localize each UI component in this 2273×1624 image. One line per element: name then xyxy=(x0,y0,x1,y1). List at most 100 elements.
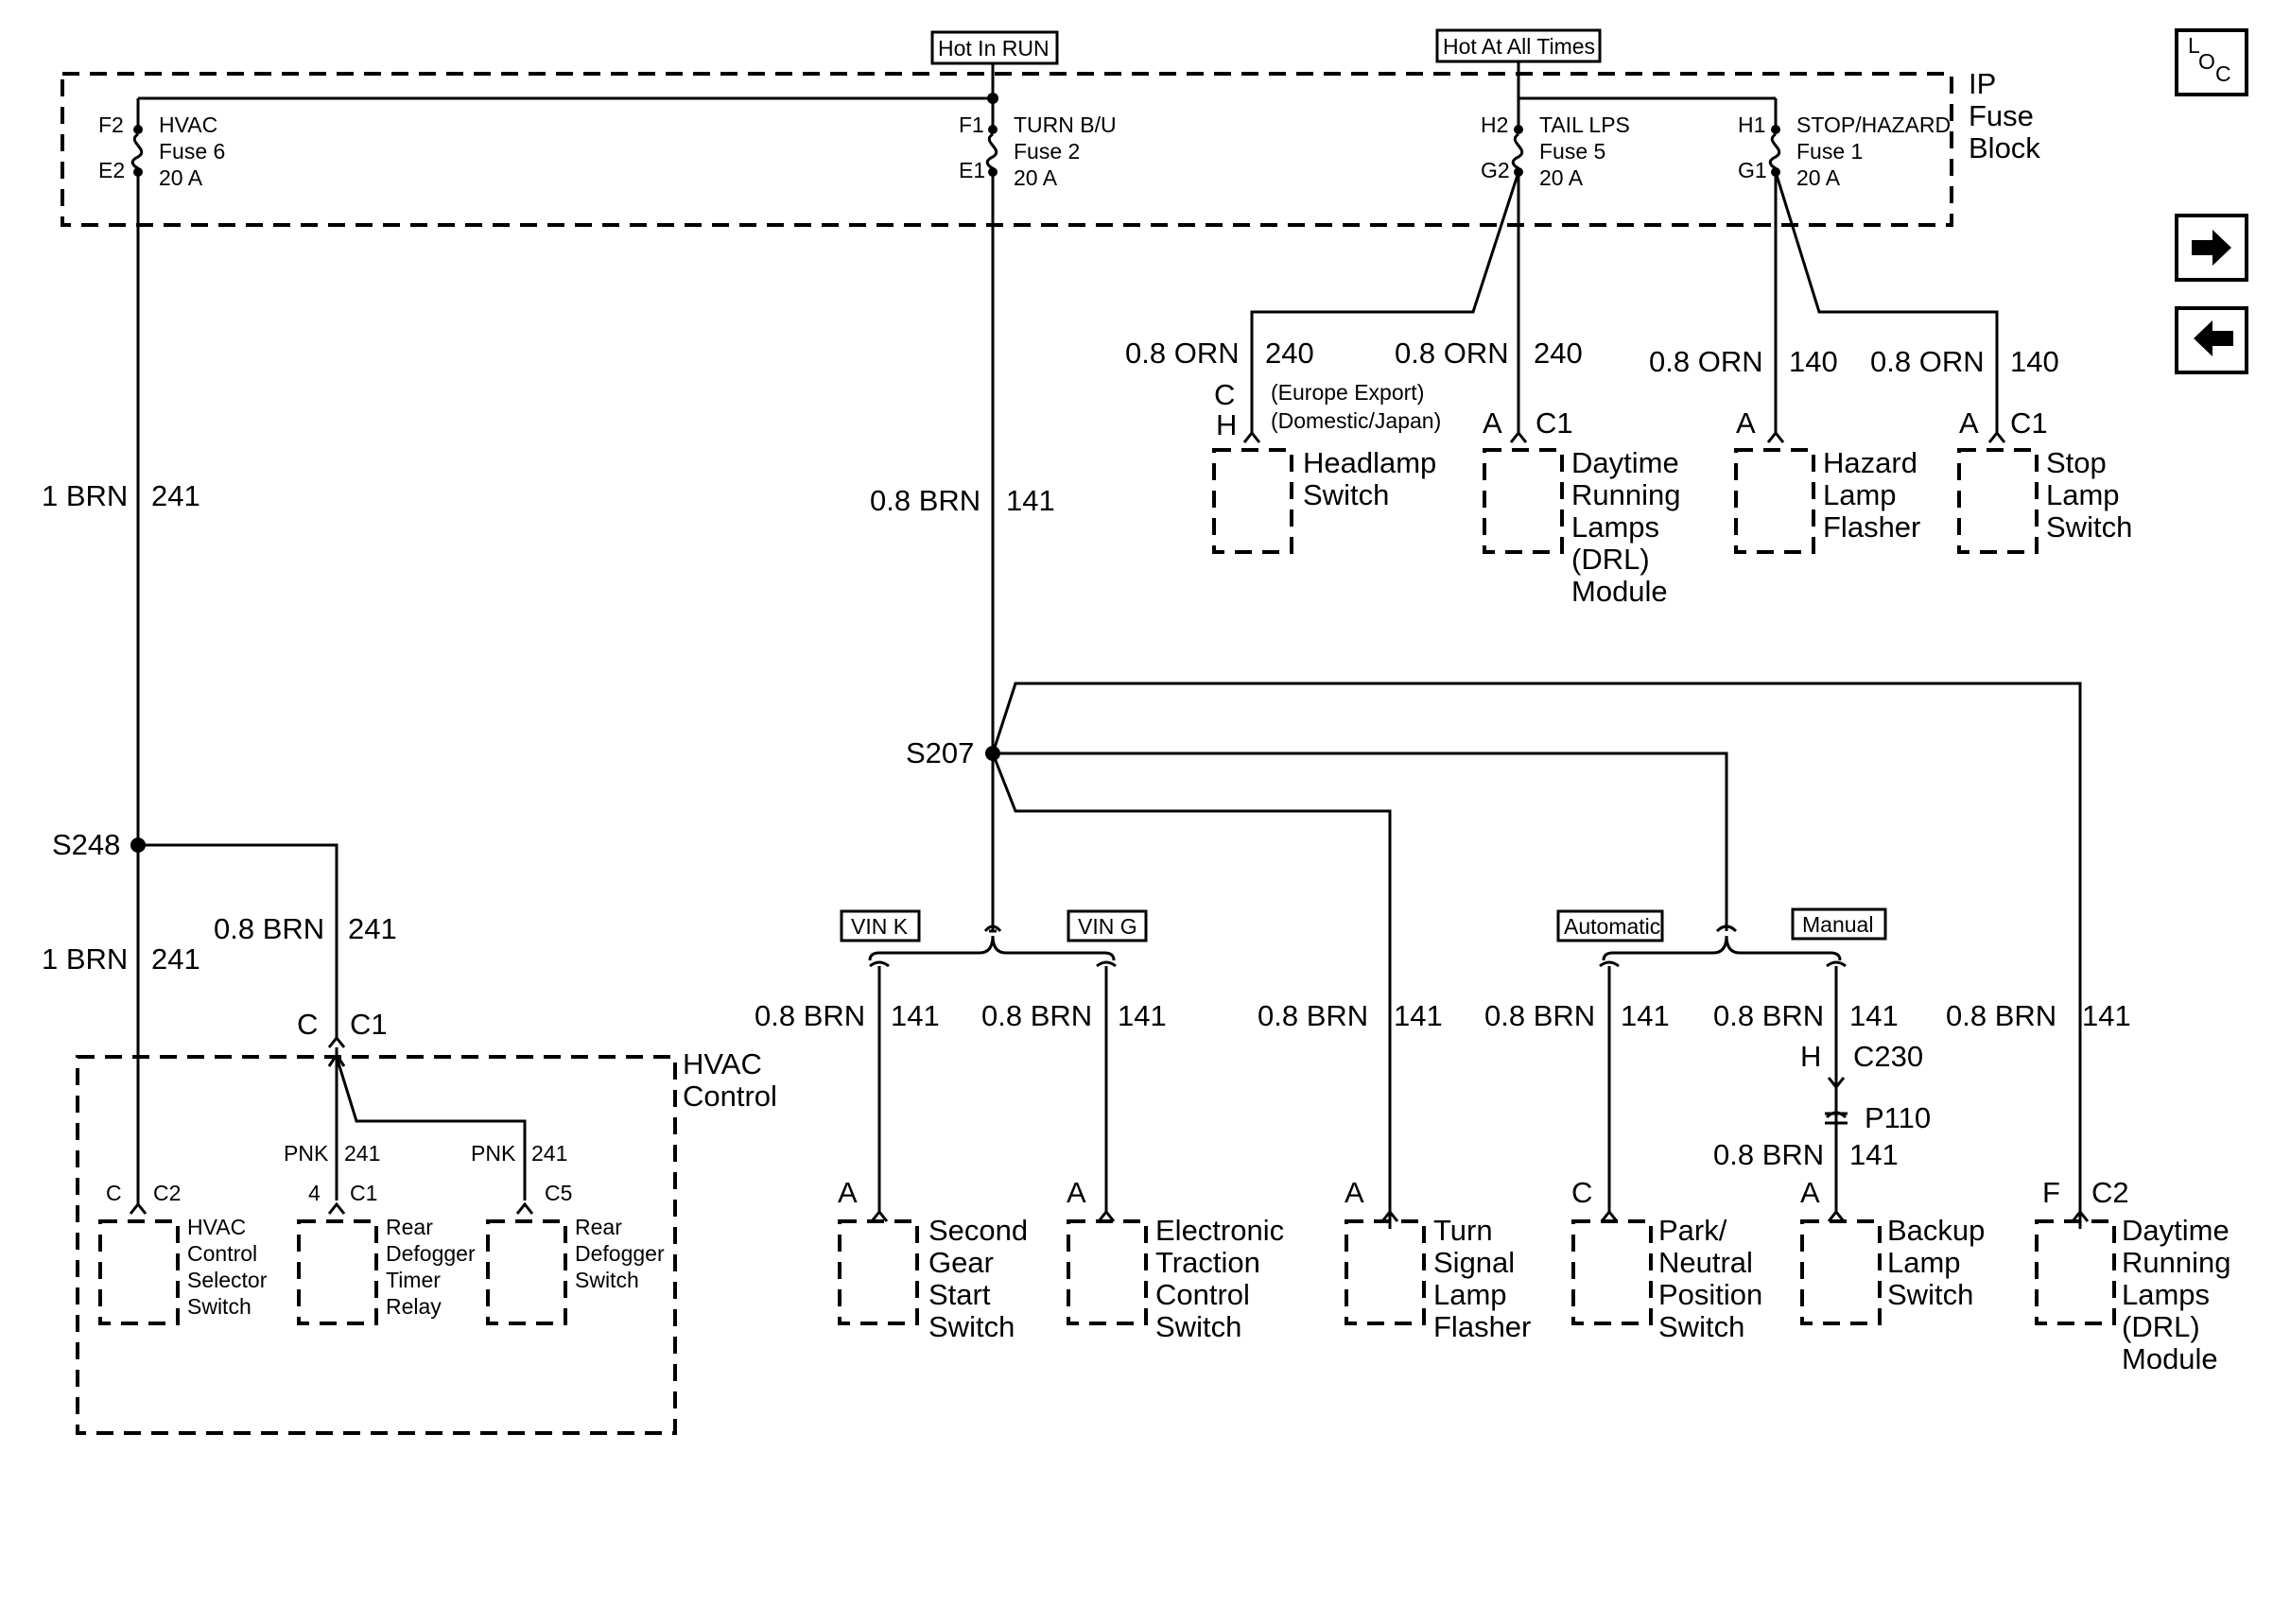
hvac-selector-conn: C2 xyxy=(153,1181,181,1205)
stop-label-2: Lamp xyxy=(2046,478,2120,511)
b5-circuit: 141 xyxy=(2082,999,2131,1032)
b0-label-3: Start xyxy=(928,1278,991,1311)
b3-pin: C xyxy=(1571,1176,1592,1209)
splice-s207-label: S207 xyxy=(906,736,974,769)
component-hvac-selector-switch[interactable]: C C2 HVAC Control Selector Switch xyxy=(98,1181,268,1325)
automatic-label: Automatic xyxy=(1564,914,1660,939)
b5-label-1: Daytime xyxy=(2122,1214,2230,1247)
wire-241-main-gauge: 1 BRN xyxy=(42,479,128,512)
headlamp-note-domestic: (Domestic/Japan) xyxy=(1271,408,1441,433)
headlamp-note-europe: (Europe Export) xyxy=(1271,380,1424,405)
manual-wire xyxy=(1826,960,1847,1214)
loc-letter-o: O xyxy=(2198,49,2215,74)
wire-141-park-backup xyxy=(993,752,1728,931)
defog-switch-label-1: Rear xyxy=(575,1215,622,1239)
fuse-hvac-number: Fuse 6 xyxy=(159,139,225,164)
arrow-left-icon[interactable] xyxy=(2175,306,2248,374)
pnk1-gauge: PNK xyxy=(284,1141,329,1166)
manual-label: Manual xyxy=(1802,912,1873,937)
vin-k-label: VIN K xyxy=(851,914,909,939)
component-rear-defogger-switch[interactable]: C5 Rear Defogger Switch xyxy=(486,1181,665,1325)
drl-top-label-5: Module xyxy=(1571,575,1668,608)
component-stop-lamp-switch[interactable]: A C1 Stop Lamp Switch xyxy=(1957,406,2132,554)
after-p110-circuit: 141 xyxy=(1849,1138,1899,1171)
fuse-turn-amps: 20 A xyxy=(1014,165,1058,190)
inline-connector-c230-p110: H C230 P110 0.8 BRN 141 xyxy=(1713,1040,1931,1171)
component-drl-module-bottom[interactable]: F C2 Daytime Running Lamps (DRL) Module xyxy=(2035,1176,2230,1375)
hvac-selector-label-2: Control xyxy=(187,1241,257,1266)
all-times-bus-wire xyxy=(1517,61,1776,100)
hazard-label-3: Flasher xyxy=(1823,510,1920,544)
component-headlamp-switch[interactable]: C H (Europe Export) (Domestic/Japan) Hea… xyxy=(1212,378,1441,554)
b0-label-2: Gear xyxy=(928,1246,994,1279)
relay-label-2: Defogger xyxy=(386,1241,476,1266)
hvac-entry-pin: C xyxy=(297,1008,318,1041)
trans-split-brace xyxy=(1602,935,1842,961)
headlamp-pin-h: H xyxy=(1216,408,1237,441)
b4-label-3: Switch xyxy=(1887,1278,1973,1311)
fuse-stop-bottom-pin: G1 xyxy=(1738,158,1767,182)
wire-240-drl-circuit: 240 xyxy=(1534,337,1583,370)
hot-in-run-box: Hot In RUN xyxy=(930,30,1059,65)
headlamp-label-2: Switch xyxy=(1303,478,1389,511)
wire-241-branch-gauge: 0.8 BRN xyxy=(214,912,324,945)
wire-141-main-circuit: 141 xyxy=(1006,484,1055,517)
arrow-right-icon[interactable] xyxy=(2175,214,2248,282)
relay-label-4: Relay xyxy=(386,1294,442,1319)
component-park-neutral-position-switch[interactable]: C Park/ Neutral Position Switch xyxy=(1571,1176,1762,1343)
wire-241-main-circuit: 241 xyxy=(151,479,200,512)
component-drl-module-top[interactable]: A C1 Daytime Running Lamps (DRL) Module xyxy=(1483,406,1680,608)
headlamp-label-1: Headlamp xyxy=(1303,446,1436,479)
component-rear-defogger-timer-relay[interactable]: 4 C1 Rear Defogger Timer Relay xyxy=(297,1181,476,1325)
hvac-selector-label-1: HVAC xyxy=(187,1215,246,1239)
wire-141-turn xyxy=(991,752,1392,1229)
drl-top-conn: C1 xyxy=(1536,406,1573,440)
drl-top-label-3: Lamps xyxy=(1571,510,1659,544)
fuse-stop-amps: 20 A xyxy=(1796,165,1841,190)
wire-240-drl-gauge: 0.8 ORN xyxy=(1395,337,1509,370)
option-vin-k: VIN K xyxy=(840,909,921,942)
b1-pin: A xyxy=(1067,1176,1086,1209)
stop-label-3: Switch xyxy=(2046,510,2132,544)
wire-241-branch-circuit: 241 xyxy=(348,912,397,945)
fuse-stop-name: STOP/HAZARD xyxy=(1796,112,1951,137)
b3-label-3: Position xyxy=(1658,1278,1762,1311)
b2-label-4: Flasher xyxy=(1433,1310,1531,1343)
trans-break xyxy=(1715,924,1738,933)
fuse-tail-bottom-pin: G2 xyxy=(1481,158,1510,182)
hvac-entry-conn: C1 xyxy=(350,1008,388,1041)
b3-gauge: 0.8 BRN xyxy=(1484,999,1595,1032)
fuse-block-name-1: IP xyxy=(1969,67,1996,100)
b4-label-2: Lamp xyxy=(1887,1246,1961,1279)
b4-circuit: 141 xyxy=(1849,999,1899,1032)
hvac-control-outline xyxy=(76,1055,677,1435)
fuse-tail-amps: 20 A xyxy=(1539,165,1584,190)
location-icon[interactable]: L O C xyxy=(2175,28,2248,96)
b4-gauge: 0.8 BRN xyxy=(1713,999,1824,1032)
wire-241-low-circuit: 241 xyxy=(151,942,200,976)
stop-pin: A xyxy=(1959,406,1979,440)
wire-240-headlamp xyxy=(1250,171,1520,435)
fuse-stop-top-pin: H1 xyxy=(1738,112,1765,137)
pnk2-gauge: PNK xyxy=(471,1141,516,1166)
headlamp-pin-c: C xyxy=(1214,378,1235,411)
component-turn-signal-lamp-flasher[interactable]: A Turn Signal Lamp Flasher xyxy=(1345,1176,1531,1343)
hazard-label-2: Lamp xyxy=(1823,478,1897,511)
b3-label-2: Neutral xyxy=(1658,1246,1753,1279)
component-backup-lamp-switch[interactable]: A Backup Lamp Switch xyxy=(1800,1176,1985,1325)
wire-140-stop-circuit: 140 xyxy=(2010,345,2059,378)
vin-break xyxy=(983,924,1002,933)
hazard-pin: A xyxy=(1736,406,1756,440)
component-hazard-flasher[interactable]: A Hazard Lamp Flasher xyxy=(1734,406,1920,554)
hvac-selector-label-4: Switch xyxy=(187,1294,252,1319)
component-electronic-traction-control-switch[interactable]: A Electronic Traction Control Switch xyxy=(1067,1176,1284,1343)
component-second-gear-start-switch[interactable]: A Second Gear Start Switch xyxy=(838,1176,1028,1343)
fuse-hvac: F2 E2 HVAC Fuse 6 20 A xyxy=(98,98,225,190)
pnk2-circuit: 241 xyxy=(531,1141,567,1166)
hot-at-all-times-label: Hot At All Times xyxy=(1443,34,1595,59)
b0-gauge: 0.8 BRN xyxy=(755,999,865,1032)
fuse-stop-number: Fuse 1 xyxy=(1796,139,1863,164)
b1-label-2: Traction xyxy=(1155,1246,1260,1279)
fuse-block-name-2: Fuse xyxy=(1969,99,2034,132)
relay-conn: C1 xyxy=(350,1181,377,1205)
